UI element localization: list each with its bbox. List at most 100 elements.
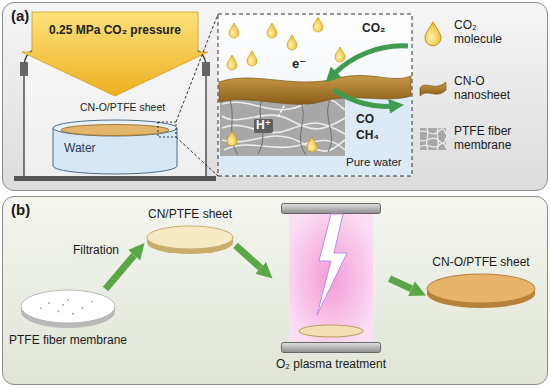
panel-a-ground (3, 3, 548, 191)
reactor (61, 125, 169, 136)
reactor (53, 120, 177, 136)
zoom-inset (267, 23, 277, 38)
zoom-inset (313, 17, 323, 32)
electron-label: e⁻ (292, 57, 306, 72)
disc-face (147, 226, 233, 249)
zoom-leader (158, 14, 218, 176)
zoom-inset (219, 75, 411, 104)
zoom-inset (328, 100, 332, 152)
zoom-inset (335, 47, 345, 62)
cn-sheet-disc: CN/PTFE sheet (145, 207, 236, 255)
fiber-swatch (418, 124, 448, 154)
legend-item: CO₂ molecule (418, 18, 522, 47)
membrane-disc-shape (20, 289, 116, 329)
pressure-label: 0.25 MPa CO₂ pressure (49, 24, 181, 38)
ch4-label: CH₄ (356, 129, 379, 143)
plasma-chamber: O₂ plasma treatment (273, 203, 390, 371)
membrane-pore (48, 302, 50, 304)
zoom-leader (176, 137, 218, 176)
membrane-pore (91, 301, 93, 303)
legend-item: CN-O nanosheet (418, 74, 522, 103)
legend-item: PTFE fiber membrane (418, 124, 522, 153)
fiber-icon (437, 128, 438, 150)
membrane-pore (58, 311, 60, 313)
electrode-plate (282, 204, 381, 214)
panel-b-ground (3, 197, 548, 385)
pressure-arrow (22, 12, 208, 96)
zoom-inset (227, 131, 237, 146)
cn-o-sheet-disc-shape (426, 273, 536, 309)
zoom-inset (222, 99, 345, 151)
zoom-inset (222, 123, 345, 134)
sheet-label: CN-O/PTFE sheet (80, 101, 165, 113)
sheet-in-chamber (299, 325, 363, 337)
stage-caption: CN/PTFE sheet (145, 207, 236, 221)
zoom-inset (334, 90, 392, 106)
panel-letter: (b) (3, 197, 30, 218)
zoom-inset (247, 51, 257, 66)
panel-b: (b) PTFE fiber membrane CN/PTFE sheet O₂ pl… (2, 196, 548, 385)
legend-text: PTFE fiber membrane (454, 124, 522, 153)
proton-label: H⁺ (254, 119, 273, 133)
disc-face (427, 274, 535, 303)
fiber-icon (420, 143, 446, 148)
membrane-pore (72, 313, 74, 315)
panel-letter: (a) (3, 3, 29, 24)
co2-label: CO₂ (362, 22, 385, 36)
disc-face (21, 290, 115, 323)
zoom-leader (158, 122, 176, 137)
stage-caption: CN-O/PTFE sheet (426, 255, 536, 269)
stage-caption: O₂ plasma treatment (273, 357, 390, 371)
fiber-icon (427, 128, 428, 150)
membrane-pore (62, 304, 64, 306)
zoom-inset (224, 141, 345, 151)
electrode-plate (282, 343, 381, 353)
membrane-pore (40, 307, 42, 309)
plasma-chamber-shape (281, 203, 381, 353)
plasma-glow (289, 213, 373, 343)
zoom-inset (222, 136, 345, 151)
zoom-inset (220, 98, 345, 156)
co2-molecule-swatch (418, 18, 448, 48)
process-arrow (106, 255, 135, 289)
zoom-inset (230, 100, 331, 155)
edge-label: Filtration (71, 244, 121, 258)
process-arrow (236, 245, 261, 268)
reactor (14, 176, 216, 181)
zoom-inset (300, 100, 306, 155)
membrane-pore (82, 307, 84, 309)
zoom-inset (307, 137, 317, 152)
fiber-icon (420, 129, 446, 134)
zoom-inset (334, 46, 408, 74)
co-label: CO (356, 113, 374, 127)
nanosheet-swatch (418, 74, 448, 104)
cn-o-sheet-disc: CN-O/PTFE sheet (426, 255, 536, 309)
fiber-icon (420, 128, 446, 150)
zoom-inset (218, 14, 412, 176)
zoom-inset (227, 55, 237, 70)
membrane-pore (67, 299, 69, 301)
reactor (202, 62, 210, 76)
fiber-icon (420, 138, 446, 144)
cn-sheet-disc-shape (146, 225, 234, 255)
membrane-disc: PTFE fiber membrane (6, 289, 131, 347)
drop-icon (425, 22, 441, 46)
zoom-inset (287, 35, 297, 50)
stage-caption: PTFE fiber membrane (6, 333, 131, 347)
zoom-inset (278, 104, 285, 117)
zoom-inset (222, 115, 345, 129)
reactor (20, 62, 28, 76)
process-arrow (390, 279, 412, 289)
zoom-inset (218, 14, 412, 176)
sheet-icon (420, 82, 446, 96)
pure-water-label: Pure water (346, 156, 402, 169)
lightning-bolt (317, 214, 347, 315)
legend-text: CN-O nanosheet (454, 74, 522, 103)
zoom-leader (176, 14, 218, 122)
pressure-arrow (22, 12, 208, 96)
legend-text: CO₂ molecule (454, 18, 522, 47)
water-label: Water (64, 142, 96, 156)
zoom-inset (229, 23, 239, 38)
